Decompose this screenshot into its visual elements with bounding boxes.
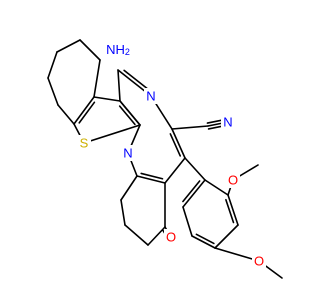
bond-hp5-c2 [93,59,101,98]
atom-s-thiophene: S [77,135,91,151]
bond-c7-c8 [164,157,186,184]
atom-n-ring: N [121,145,135,161]
o-methoxy-ortho-label: O [228,173,238,188]
bonds-layer [47,39,283,279]
bond-a4-oM2 [214,247,260,262]
n-ring-label: N [123,146,132,161]
bond-hp3-hp4 [56,39,81,53]
atom-o-ketone: O [164,229,178,245]
molecule-diagram: NH2 N N S N O O O [47,39,283,279]
double-bond-nI-c4 [123,69,151,91]
bond-c6-cnC [171,125,209,130]
bond-c1-hp1 [57,104,75,125]
atom-nh2: NH2 [100,40,136,58]
s-label: S [80,136,89,151]
atom-o-methoxy-para: O [252,253,266,269]
atoms-layer: NH2 N N S N O O O [77,40,266,269]
bond-c5-c3 [119,100,141,126]
bond-c10-c11 [120,199,126,226]
bond-a5-a6 [182,206,193,237]
double-bond-a2-a3 [225,198,235,224]
atom-o-methoxy-ortho: O [226,172,240,188]
double-bond-c1-c2 [78,101,96,124]
bond-c8-c9 [136,175,166,184]
n-nitrile-label: N [223,115,232,130]
double-bond-a1-a6 [182,180,201,203]
bond-c11-c12 [124,224,149,246]
double-bond-c6-c7 [169,133,182,157]
bond-c3-c4 [117,69,121,102]
nh2-label: NH2 [106,42,130,58]
bond-a6-a1 [182,179,206,208]
bond-c6-c7 [171,128,186,159]
bond-c7-a1 [184,157,206,181]
o-ketone-label: O [166,230,176,245]
bond-hp1-hp2 [47,77,59,106]
bond-c5-s [83,124,141,144]
o-methoxy-para-label: O [254,254,264,269]
atom-n-nitrile: N [221,114,235,130]
bond-a2-a3 [227,194,239,226]
bond-c2-c3 [93,96,121,102]
bond-a1-a2 [204,179,229,196]
n-imine-label: N [146,89,155,104]
molecule-structure: NH2 N N S N O O O [47,39,283,279]
atom-n-imine: N [144,88,158,104]
bond-hp4-hp5 [79,39,101,61]
bond-c9-c10 [120,175,138,201]
bond-a3-a4 [214,224,239,249]
bond-hp2-hp3 [47,51,58,79]
bond-c1-c2 [73,96,95,125]
double-bond-c8-c9 [140,172,164,180]
double-bond-c3-c5 [118,105,136,126]
bond-a4-a5 [191,235,216,249]
double-bond-a4-a5 [195,233,215,245]
